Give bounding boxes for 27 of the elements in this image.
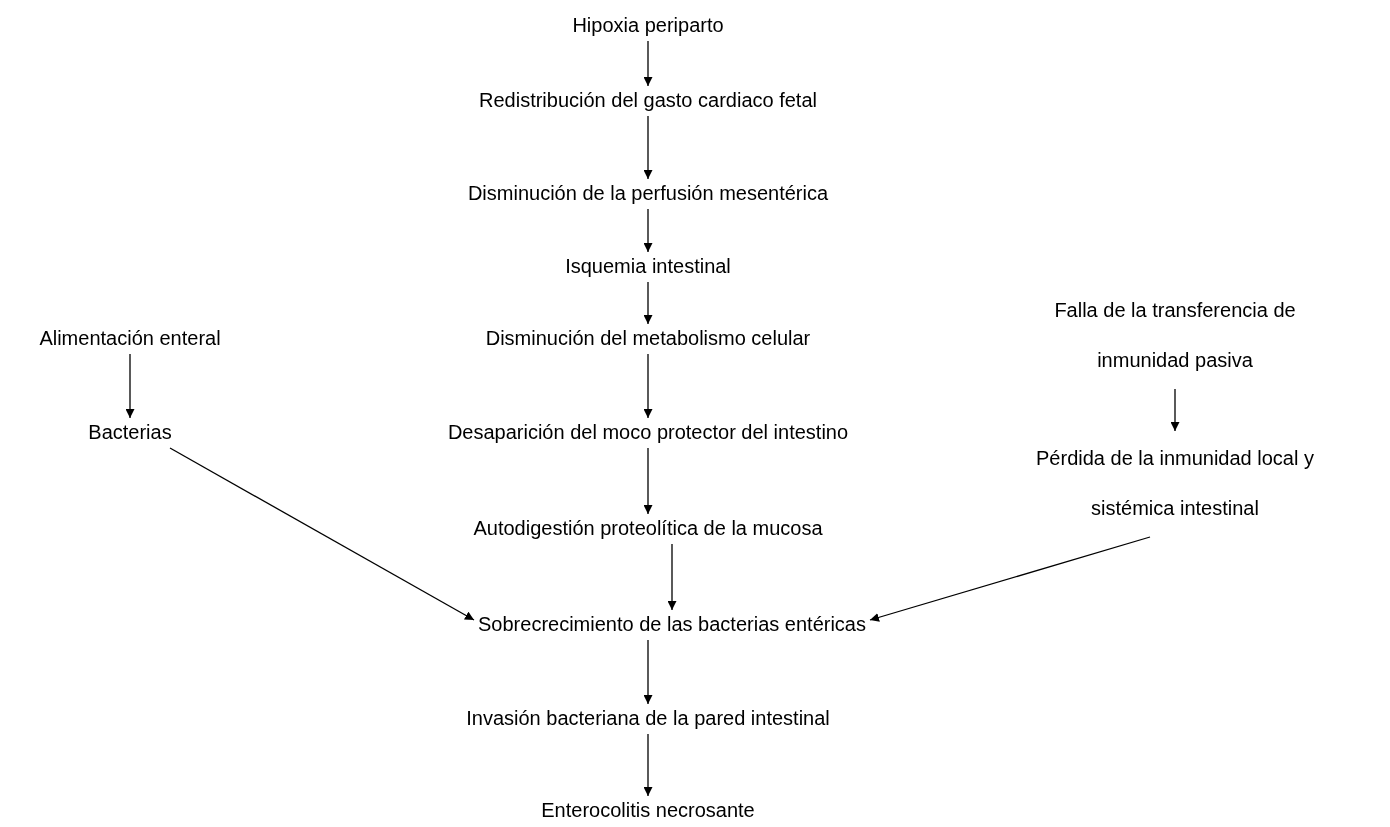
flow-step-text: Pérdida de la inmunidad local y sistémica intestinal (1010, 433, 1340, 533)
arrow (643, 208, 653, 253)
arrow (643, 281, 653, 325)
flow-step-text: Redistribución del gasto cardiaco fetal (479, 88, 817, 112)
flow-step-text: Alimentación enteral (39, 326, 221, 350)
flow-step-text: Bacterias (88, 420, 172, 444)
arrow (643, 40, 653, 87)
flow-step-text: Disminución del metabolismo celular (485, 326, 811, 350)
flow-step-text: Isquemia intestinal (565, 254, 731, 278)
flow-step-text: Sobrecrecimiento de las bacterias entéricas (478, 612, 866, 636)
flow-step-text: Invasión bacteriana de la pared intestinal (466, 706, 830, 730)
arrow (643, 639, 653, 705)
flow-step-text: Hipoxia periparto (572, 13, 724, 37)
arrow (667, 543, 677, 611)
flow-step-text: Autodigestión proteolítica de la mucosa (473, 516, 823, 540)
arrow (125, 353, 135, 419)
arrow (1170, 388, 1180, 432)
arrow (643, 115, 653, 180)
flow-step-text: Disminución de la perfusión mesentérica (467, 181, 829, 205)
arrow (169, 447, 475, 621)
arrow (643, 353, 653, 419)
arrow (643, 447, 653, 515)
flow-step-text: Enterocolitis necrosante (541, 798, 755, 822)
arrow (643, 733, 653, 797)
arrow (869, 536, 1151, 622)
flow-step-text: Falla de la transferencia de inmunidad pasiva (1025, 285, 1325, 385)
flow-step-text: Desaparición del moco protector del intestino (447, 420, 849, 444)
